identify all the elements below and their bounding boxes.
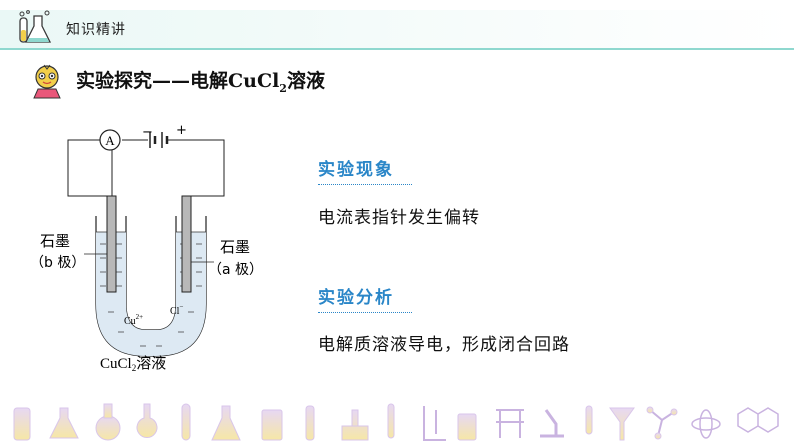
right-electrode-pole: （a 极） [208, 262, 263, 278]
header-background [0, 10, 794, 48]
phenomenon-heading: 实验现象 [318, 160, 394, 180]
phenomenon-heading-block: 实验现象 [318, 155, 412, 185]
analysis-heading-block: 实验分析 [318, 283, 412, 313]
round-flask-icon [95, 415, 121, 441]
molecule-icon [649, 409, 675, 437]
right-electrode-label: 石墨 [220, 238, 250, 256]
benzene-icon [737, 407, 779, 433]
phenomenon-text: 电流表指针发生偏转 [318, 208, 480, 228]
section-formula: CuCl [228, 70, 280, 92]
electrolysis-diagram: A − + 石墨 （b 极） 石墨 （a 极） Cu2+ Cl− CuCl2溶液 [30, 124, 263, 373]
flask-logo-icon [19, 10, 52, 43]
mascot-icon [33, 64, 61, 99]
jar-icon [457, 413, 477, 441]
battery-plus: + [176, 124, 187, 138]
wire-right [168, 139, 225, 197]
volumetric-flask-icon [136, 403, 158, 439]
left-electrode-pole: （b 极） [30, 255, 85, 271]
electrode-a [181, 195, 192, 293]
stand-icon [423, 406, 446, 441]
left-electrode-label: 石墨 [40, 232, 70, 250]
header-title: 知识精讲 [66, 22, 126, 38]
tripod-icon [496, 409, 524, 438]
lab-equipment-strip [13, 403, 779, 441]
section-title-suffix: 溶液 [286, 70, 325, 92]
ammeter-icon [99, 129, 121, 151]
beaker-icon [13, 407, 31, 441]
conical-flask-icon [211, 405, 241, 441]
analysis-text: 电解质溶液导电，形成闭合回路 [318, 335, 570, 355]
atom-icon [691, 417, 721, 431]
flask-icon [49, 407, 79, 439]
funnel-icon [609, 407, 635, 441]
solution-label: CuCl2溶液 [100, 354, 166, 373]
solution-fill [96, 232, 206, 356]
section-title-prefix: 实验探究——电解 [76, 70, 229, 92]
analysis-underline [318, 312, 412, 313]
burner-icon [341, 409, 369, 441]
ammeter-label: A [105, 133, 115, 148]
phenomenon-underline [318, 184, 412, 185]
cylinder-icon [305, 405, 315, 441]
section-title: 实验探究——电解CuCl2溶液 [76, 66, 325, 95]
thermometer-icon [387, 403, 395, 439]
cation-label: Cu2+ [124, 313, 143, 327]
header-bar: 知识精讲 [0, 0, 794, 52]
analysis-heading: 实验分析 [318, 288, 394, 308]
test-tube-icon [181, 403, 191, 441]
electrode-b [106, 195, 117, 293]
wire-left-bottom [67, 146, 112, 197]
beaker-icon-2 [261, 409, 283, 441]
u-tube-inner [125, 216, 177, 331]
microscope-icon [540, 409, 564, 438]
section-formula-subscript: 2 [279, 81, 287, 95]
battery-minus: − [142, 125, 153, 140]
dropper-icon [585, 405, 593, 435]
anion-label: Cl− [170, 303, 183, 317]
header-divider [0, 48, 794, 50]
